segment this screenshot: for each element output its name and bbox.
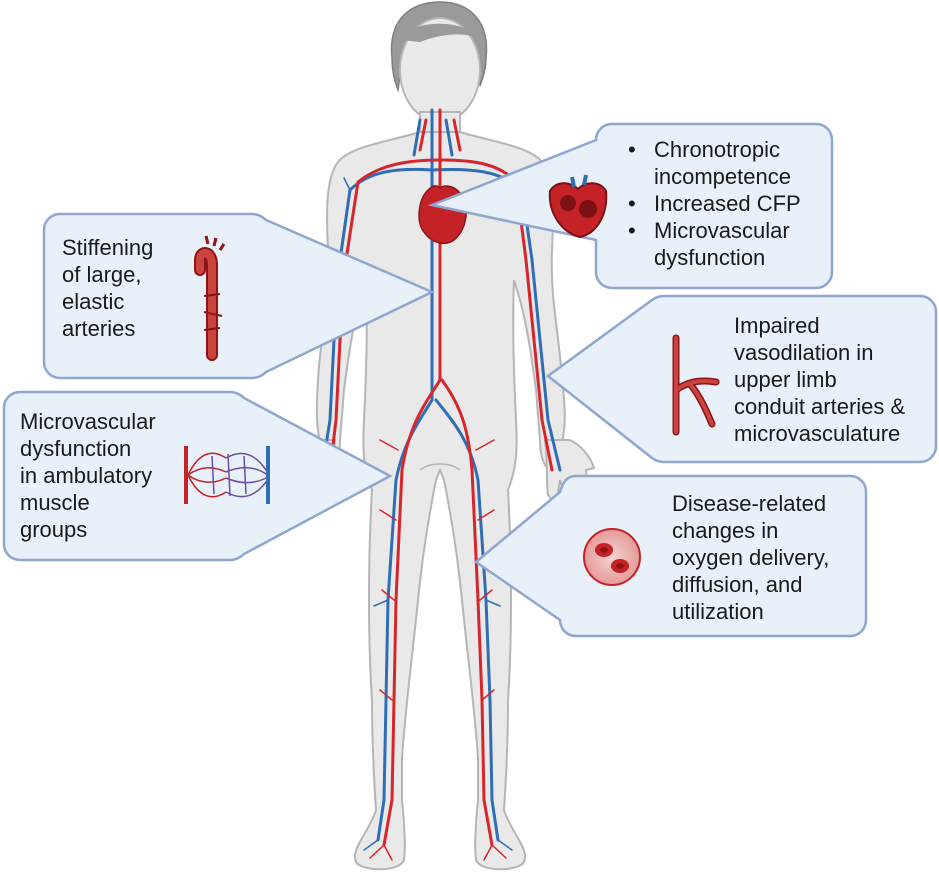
heart-callout-list: Chronotropic incompetence Increased CFP … [626, 136, 860, 271]
callout-muscle [2, 390, 393, 562]
red-blood-cell-icon [583, 528, 641, 586]
branching-artery-icon [672, 334, 720, 436]
heart-callout-item: Microvascular dysfunction [628, 217, 860, 271]
muscle-callout-text: Microvascular dysfunction in ambulatory … [20, 409, 156, 542]
oxygen-callout-text: Disease-related changes in oxygen delive… [672, 491, 830, 624]
aorta-icon [194, 235, 226, 361]
heart-icon [548, 174, 608, 239]
heart-callout-item: Chronotropic incompetence [628, 136, 860, 190]
heart-callout-item: Increased CFP [628, 190, 860, 217]
capillary-bed-icon [184, 446, 270, 504]
aorta-callout-text: Stiffening of large, elastic arteries [62, 235, 154, 341]
callout-oxygen [473, 474, 868, 638]
arm-callout-text: Impaired vasodilation in upper limb cond… [734, 313, 906, 446]
callout-aorta [42, 212, 436, 380]
callout-arm [545, 294, 938, 464]
vascular-system [320, 108, 562, 861]
